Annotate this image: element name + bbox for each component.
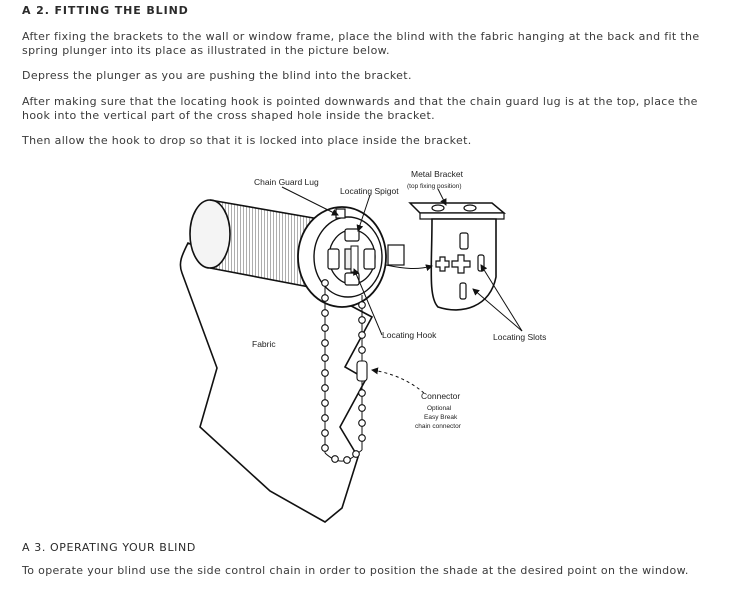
locating-slots-label: Locating Slots [493, 332, 546, 342]
bead-chain [321, 279, 368, 464]
operating-paragraph: To operate your blind use the side contr… [22, 564, 689, 577]
instruction-paragraph-1: After fixing the brackets to the wall or… [22, 30, 700, 57]
locating-spigot-label: Locating Spigot [340, 186, 399, 196]
chain-guard-lug-label: Chain Guard Lug [254, 177, 319, 187]
metal-bracket-label: Metal Bracket [411, 169, 464, 179]
connector-note-chain: chain connector [415, 423, 462, 430]
connector-note-optional: Optional [427, 405, 452, 412]
metal-bracket-note: (top fixing position) [407, 183, 462, 190]
metal-bracket [408, 202, 507, 311]
instruction-paragraph-2: Depress the plunger as you are pushing t… [22, 69, 412, 82]
leader-lines [281, 186, 523, 394]
instruction-paragraph-3: After making sure that the locating hook… [22, 95, 698, 122]
end-cap [297, 206, 405, 308]
blind-fitting-diagram: Chain Guard Lug Locating Spigot Metal Br… [179, 169, 546, 523]
section-a2-heading: A 2. FITTING THE BLIND [22, 4, 189, 17]
locating-hook-label: Locating Hook [382, 330, 437, 340]
section-a3-heading: A 3. OPERATING YOUR BLIND [22, 541, 196, 554]
fabric-label: Fabric [252, 339, 276, 349]
instruction-paragraph-4: Then allow the hook to drop so that it i… [22, 134, 472, 147]
roller-tube [189, 199, 326, 291]
connector-label: Connector [421, 391, 460, 401]
connector-note-easy-break: Easy Break [424, 414, 458, 421]
